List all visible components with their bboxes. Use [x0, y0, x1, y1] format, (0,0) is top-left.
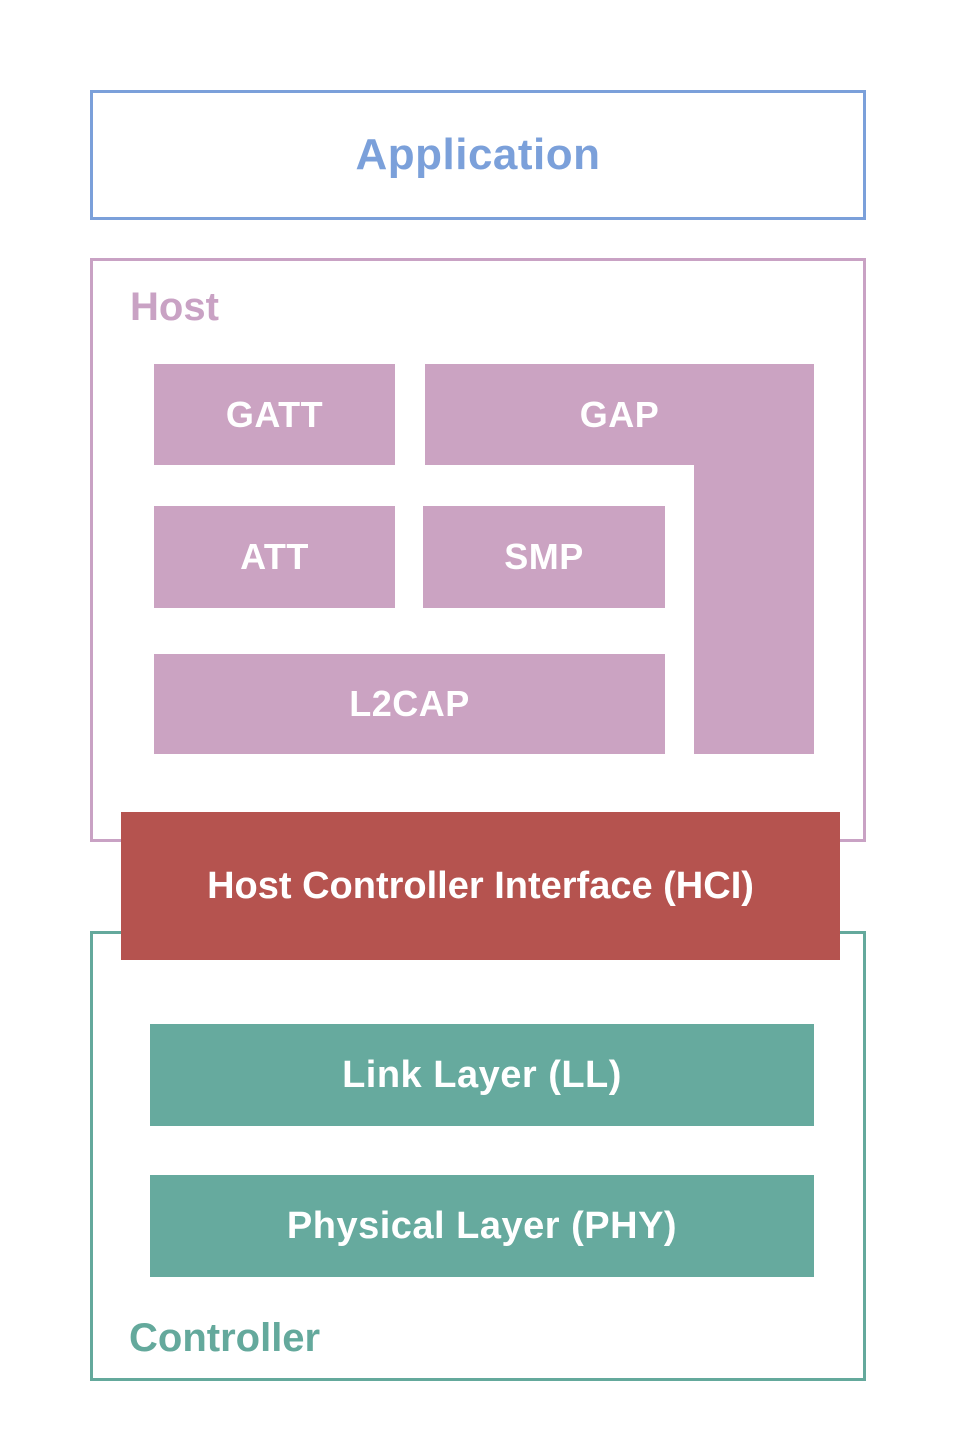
att-block: ATT: [154, 506, 395, 608]
host-label: Host: [130, 285, 219, 329]
gap-block: GAP: [425, 364, 814, 465]
hci-label: Host Controller Interface (HCI): [207, 864, 754, 907]
link-layer-block: Link Layer (LL): [150, 1024, 814, 1126]
smp-block: SMP: [423, 506, 665, 608]
l2cap-block: L2CAP: [154, 654, 665, 754]
physical-layer-block: Physical Layer (PHY): [150, 1175, 814, 1277]
gatt-block: GATT: [154, 364, 395, 465]
application-label: Application: [355, 130, 601, 179]
application-layer-box: Application: [90, 90, 866, 220]
hci-block: Host Controller Interface (HCI): [121, 812, 840, 960]
host-layer-box: Host GATT GAP ATT SMP L2CAP: [90, 258, 866, 842]
controller-layer-box: Link Layer (LL) Physical Layer (PHY) Con…: [90, 931, 866, 1381]
controller-label: Controller: [129, 1316, 321, 1360]
